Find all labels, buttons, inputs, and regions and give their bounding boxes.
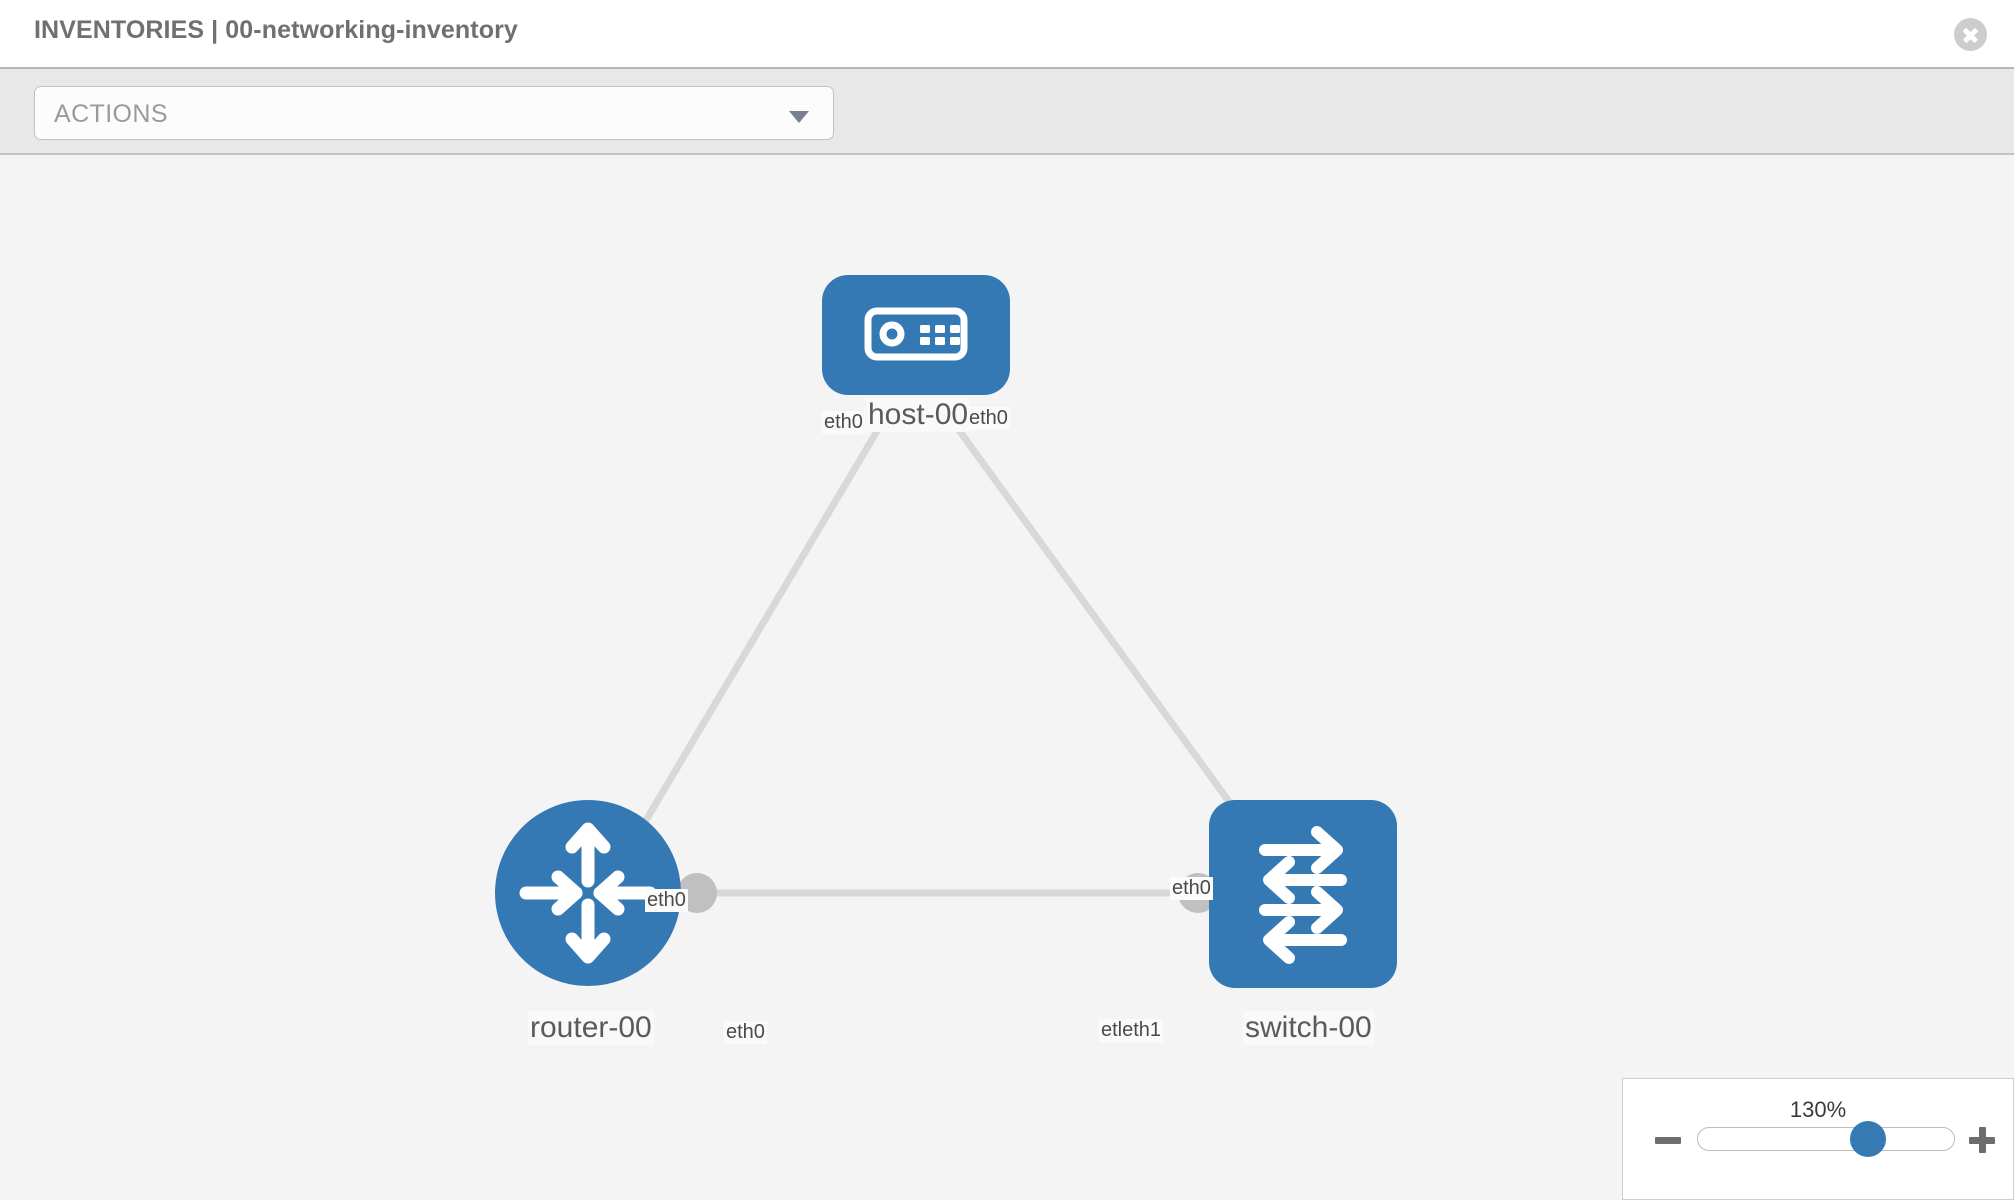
node-switch-00[interactable] xyxy=(1209,800,1397,988)
zoom-slider-thumb[interactable] xyxy=(1850,1121,1886,1157)
topology-canvas[interactable]: host-00 router-00 switch-00 eth0 eth0 et… xyxy=(0,155,2014,1200)
page-title: INVENTORIES | 00-networking-inventory xyxy=(34,16,518,44)
node-router-00[interactable] xyxy=(495,800,681,986)
actions-dropdown[interactable]: ACTIONS xyxy=(34,86,834,140)
plus-icon-bar-v xyxy=(1978,1127,1986,1153)
plus-icon[interactable] xyxy=(1969,1127,1995,1153)
chevron-down-icon xyxy=(789,111,809,123)
link-group xyxy=(613,408,1273,897)
toolbar: ACTIONS SEARCH xyxy=(0,69,2014,209)
connector-group xyxy=(677,835,1260,913)
zoom-slider-track[interactable] xyxy=(1697,1127,1955,1151)
link-host-router xyxy=(613,409,893,871)
connector-router-east xyxy=(677,873,717,913)
page-header: INVENTORIES | 00-networking-inventory xyxy=(0,0,2014,69)
zoom-percent-label: 130% xyxy=(1789,1097,1847,1122)
minus-icon-bar xyxy=(1655,1137,1681,1144)
minus-icon[interactable] xyxy=(1655,1127,1681,1153)
actions-dropdown-label: ACTIONS xyxy=(54,100,168,128)
node-host-00[interactable] xyxy=(822,275,1010,395)
zoom-control-panel: 130% xyxy=(1622,1078,2014,1200)
close-icon[interactable] xyxy=(1954,18,1987,51)
link-host-switch xyxy=(942,408,1273,861)
topology-graph[interactable] xyxy=(0,155,2014,1200)
